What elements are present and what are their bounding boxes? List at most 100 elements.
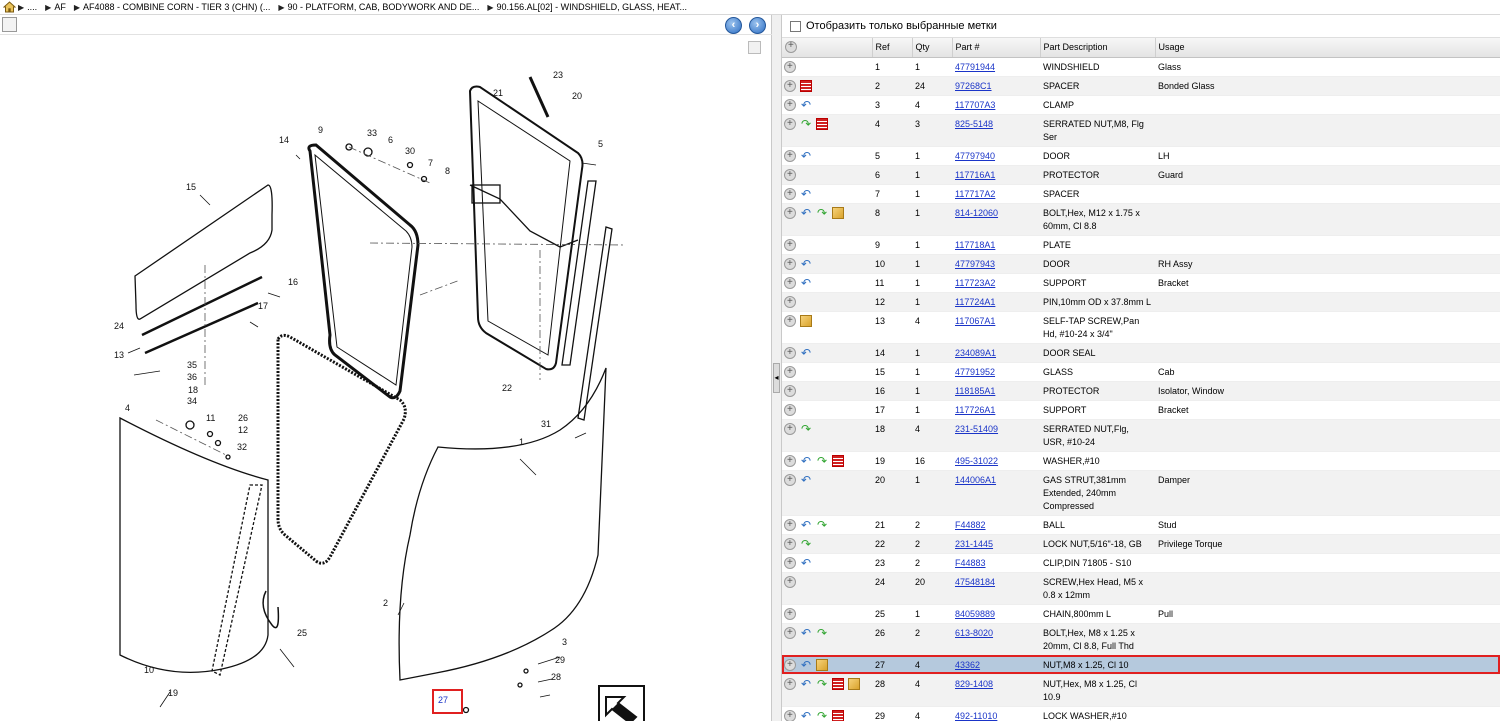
- part-number-link[interactable]: 492-11010: [955, 710, 998, 721]
- callout-17[interactable]: 17: [258, 301, 268, 311]
- expand-icon[interactable]: [784, 518, 796, 532]
- package-icon[interactable]: [848, 678, 860, 691]
- part-number-link[interactable]: 231-51409: [955, 423, 999, 434]
- back-arrow-icon[interactable]: ↶: [800, 206, 812, 221]
- forward-arrow-icon[interactable]: ↷: [816, 709, 828, 721]
- expand-icon[interactable]: [784, 403, 796, 417]
- sync-icon[interactable]: [2, 17, 17, 32]
- part-number-link[interactable]: 117726A1: [955, 404, 996, 415]
- part-number-link[interactable]: 47797943: [955, 258, 996, 269]
- expand-icon[interactable]: [784, 626, 796, 640]
- expand-icon[interactable]: [784, 709, 796, 721]
- callout-8[interactable]: 8: [445, 166, 450, 176]
- expand-icon[interactable]: [784, 575, 796, 589]
- scroll-corner[interactable]: [748, 41, 761, 54]
- callout-34[interactable]: 34: [187, 396, 197, 406]
- callout-16[interactable]: 16: [288, 277, 298, 287]
- home-icon[interactable]: [0, 0, 18, 14]
- expand-icon[interactable]: [784, 276, 796, 290]
- callout-31[interactable]: 31: [541, 419, 551, 429]
- callout-25[interactable]: 25: [297, 628, 307, 638]
- breadcrumb-item[interactable]: AF4088 - COMBINE CORN - TIER 3 (CHN) (..…: [83, 2, 271, 12]
- panel-splitter[interactable]: ◂: [772, 15, 782, 721]
- exploded-diagram[interactable]: 1 2 3 4 5 6 7 8 9 10 11 12 13 14 15 16 1…: [0, 35, 770, 721]
- callout-36[interactable]: 36: [187, 372, 197, 382]
- expand-icon[interactable]: [784, 238, 796, 252]
- part-number-link[interactable]: 47791944: [955, 61, 996, 72]
- back-arrow-icon[interactable]: ↶: [800, 677, 812, 692]
- forward-arrow-icon[interactable]: ↷: [816, 206, 828, 221]
- callout-4[interactable]: 4: [125, 403, 130, 413]
- expand-icon[interactable]: [784, 454, 796, 468]
- callout-13[interactable]: 13: [114, 350, 124, 360]
- expand-icon[interactable]: [784, 257, 796, 271]
- breadcrumb-item[interactable]: 90.156.AL[02] - WINDSHIELD, GLASS, HEAT.…: [496, 2, 687, 12]
- list-icon[interactable]: [816, 118, 828, 131]
- expand-icon[interactable]: [784, 314, 796, 328]
- callout-21[interactable]: 21: [493, 88, 503, 98]
- back-arrow-icon[interactable]: ↶: [800, 626, 812, 641]
- back-arrow-icon[interactable]: ↶: [800, 276, 812, 291]
- callout-14[interactable]: 14: [279, 135, 289, 145]
- callout-20[interactable]: 20: [572, 91, 582, 101]
- package-icon[interactable]: [832, 207, 844, 220]
- expand-icon[interactable]: [784, 60, 796, 74]
- callout-2[interactable]: 2: [383, 598, 388, 608]
- part-number-link[interactable]: 144006A1: [955, 474, 997, 485]
- forward-arrow-icon[interactable]: ↷: [816, 454, 828, 469]
- part-number-link[interactable]: 117724A1: [955, 296, 996, 307]
- callout-23[interactable]: 23: [553, 70, 563, 80]
- forward-arrow-icon[interactable]: ↷: [816, 677, 828, 692]
- callout-6[interactable]: 6: [388, 135, 393, 145]
- callout-35[interactable]: 35: [187, 360, 197, 370]
- part-number-link[interactable]: 47791952: [955, 366, 996, 377]
- part-number-link[interactable]: 117718A1: [955, 239, 996, 250]
- back-arrow-icon[interactable]: ↶: [800, 257, 812, 272]
- expand-icon[interactable]: [784, 537, 796, 551]
- expand-icon[interactable]: [784, 168, 796, 182]
- back-arrow-icon[interactable]: ↶: [800, 98, 812, 113]
- callout-11[interactable]: 11: [206, 413, 215, 423]
- navigate-arrow-icon[interactable]: [598, 685, 645, 721]
- part-number-link[interactable]: 47797940: [955, 150, 996, 161]
- expand-icon[interactable]: [784, 79, 796, 93]
- header-desc[interactable]: Part Description: [1040, 38, 1156, 58]
- back-arrow-icon[interactable]: ↶: [800, 473, 812, 488]
- callout-26[interactable]: 26: [238, 413, 248, 423]
- expand-icon[interactable]: [784, 658, 796, 672]
- callout-33[interactable]: 33: [367, 128, 377, 138]
- callout-28[interactable]: 28: [551, 672, 561, 682]
- expand-icon[interactable]: [784, 607, 796, 621]
- back-arrow-icon[interactable]: ↶: [800, 149, 812, 164]
- part-number-link[interactable]: 117067A1: [955, 315, 996, 326]
- expand-icon[interactable]: [784, 473, 796, 487]
- expand-icon[interactable]: [784, 295, 796, 309]
- forward-arrow-icon[interactable]: ↷: [816, 626, 828, 641]
- part-number-link[interactable]: 117716A1: [955, 169, 996, 180]
- callout-9[interactable]: 9: [318, 125, 323, 135]
- expand-icon[interactable]: [784, 365, 796, 379]
- list-icon[interactable]: [832, 455, 844, 468]
- part-number-link[interactable]: 495-31022: [955, 455, 999, 466]
- back-arrow-icon[interactable]: ↶: [800, 454, 812, 469]
- callout-18[interactable]: 18: [188, 385, 198, 395]
- forward-arrow-icon[interactable]: ↷: [816, 518, 828, 533]
- part-number-link[interactable]: 84059889: [955, 608, 996, 619]
- callout-1[interactable]: 1: [519, 437, 524, 447]
